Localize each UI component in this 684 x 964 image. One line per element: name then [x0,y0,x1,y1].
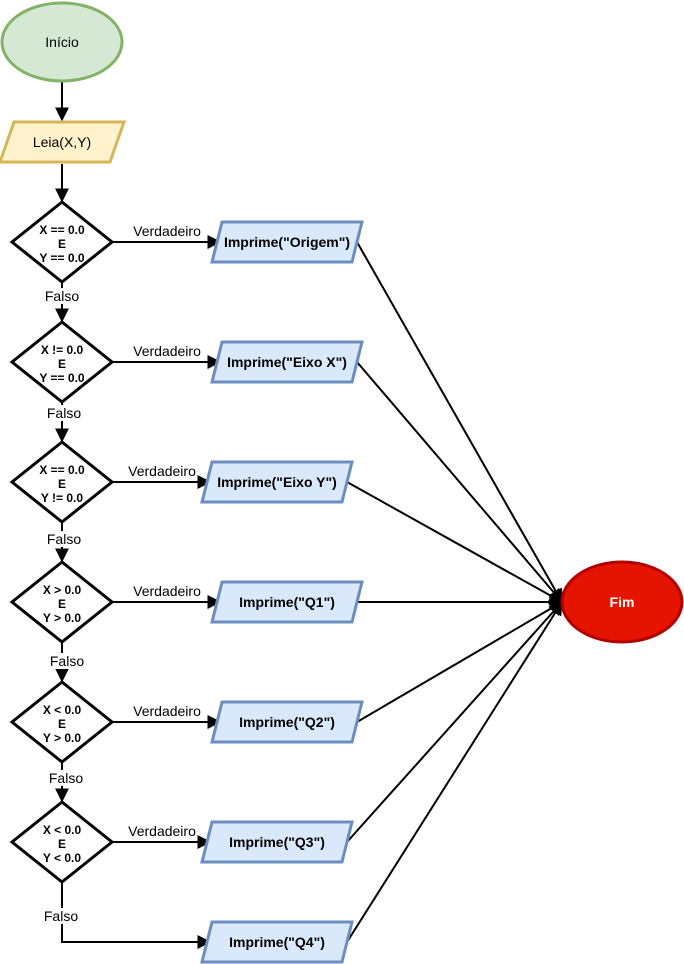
edge-output-2-to-end [356,361,563,604]
output-3[interactable]: Imprime("Eixo Y") [200,460,354,504]
decision-5-diamond [9,680,115,764]
decision-4[interactable]: X > 0.0EY > 0.0 [9,560,115,644]
decision-2-line-2: E [58,357,66,371]
decision-6-line-1: X < 0.0 [43,823,82,837]
output-6[interactable]: Imprime("Q3") [200,820,354,864]
edges-layer [55,82,564,949]
decision-2[interactable]: X != 0.0EY == 0.0 [9,320,115,404]
decision-5-line-3: Y > 0.0 [43,731,81,745]
start-node[interactable]: Início [0,1,124,83]
decision-4-line-1: X > 0.0 [43,583,82,597]
false-label-bg-4 [47,653,87,669]
read-input-node[interactable]: Leia(X,Y) [0,120,127,164]
true-label-4: Verdadeiro [133,583,201,599]
decision-1-diamond [9,200,115,284]
true-label-3: Verdadeiro [128,463,196,479]
false-label-5: Falso [49,770,83,786]
decision-4-line-3: Y > 0.0 [43,611,81,625]
start-label: Início [45,34,79,50]
output-4-shape [210,580,364,624]
decision-5-line-2: E [58,717,66,731]
output-7[interactable]: Imprime("Q4") [200,920,354,964]
false-label-4: Falso [50,653,84,669]
false-label-6: Falso [44,908,78,924]
output-1[interactable]: Imprime("Origem") [210,220,364,264]
nodes-layer: X == 0.0EY == 0.0Imprime("Origem")Verdad… [9,200,364,964]
false-label-1: Falso [45,288,79,304]
decision-3-diamond [9,440,115,524]
output-1-shape [210,220,364,264]
end-label: Fim [610,594,635,610]
false-label-bg-3 [44,531,84,547]
true-label-2: Verdadeiro [133,343,201,359]
decision-6[interactable]: X < 0.0EY < 0.0 [9,800,115,884]
output-2-label: Imprime("Eixo X") [227,354,347,370]
end-node[interactable]: Fim [560,560,684,644]
decision-1[interactable]: X == 0.0EY == 0.0 [9,200,115,284]
edge-false-6-to-q4 [61,882,212,949]
edge-output-1-to-end [356,241,563,604]
false-label-bg-6 [41,908,81,924]
output-4[interactable]: Imprime("Q1") [210,580,364,624]
output-6-label: Imprime("Q3") [229,834,325,850]
decision-6-line-2: E [58,837,66,851]
decision-5[interactable]: X < 0.0EY > 0.0 [9,680,115,764]
decision-1-line-2: E [58,237,66,251]
output-6-shape [200,820,354,864]
false-label-2: Falso [47,405,81,421]
false-label-bg-2 [44,405,84,421]
output-1-label: Imprime("Origem") [224,234,350,250]
start-ellipse [0,1,124,83]
decision-1-line-1: X == 0.0 [39,223,85,237]
decision-2-line-3: Y == 0.0 [39,371,84,385]
output-2[interactable]: Imprime("Eixo X") [210,340,364,384]
true-label-5: Verdadeiro [133,703,201,719]
output-4-label: Imprime("Q1") [239,594,335,610]
decision-3[interactable]: X == 0.0EY != 0.0 [9,440,115,524]
decision-3-line-3: Y != 0.0 [41,491,83,505]
false-label-3: Falso [47,531,81,547]
output-3-label: Imprime("Eixo Y") [217,474,337,490]
false-label-bg-5 [46,770,86,786]
decision-1-line-3: Y == 0.0 [39,251,84,265]
read-parallelogram [0,120,127,164]
end-ellipse [560,560,684,644]
output-7-label: Imprime("Q4") [229,934,325,950]
decision-5-line-1: X < 0.0 [43,703,82,717]
decision-2-line-1: X != 0.0 [41,343,84,357]
edge-output-3-to-end [346,481,564,603]
edge-output-5-to-end [356,601,564,723]
decision-3-line-2: E [58,477,66,491]
output-3-shape [200,460,354,504]
decision-2-diamond [9,320,115,404]
decision-4-diamond [9,560,115,644]
read-label: Leia(X,Y) [33,134,91,150]
edge-output-7-to-end [346,600,563,943]
output-5[interactable]: Imprime("Q2") [210,700,364,744]
false-label-bg-1 [42,288,82,304]
true-label-1: Verdadeiro [133,223,201,239]
decision-6-line-3: Y < 0.0 [43,851,81,865]
decision-4-line-2: E [58,597,66,611]
output-7-shape [200,920,354,964]
true-label-6: Verdadeiro [128,823,196,839]
edge-output-6-to-end [346,600,563,843]
decision-6-diamond [9,800,115,884]
decision-3-line-1: X == 0.0 [39,463,85,477]
output-5-label: Imprime("Q2") [239,714,335,730]
output-5-shape [210,700,364,744]
output-2-shape [210,340,364,384]
